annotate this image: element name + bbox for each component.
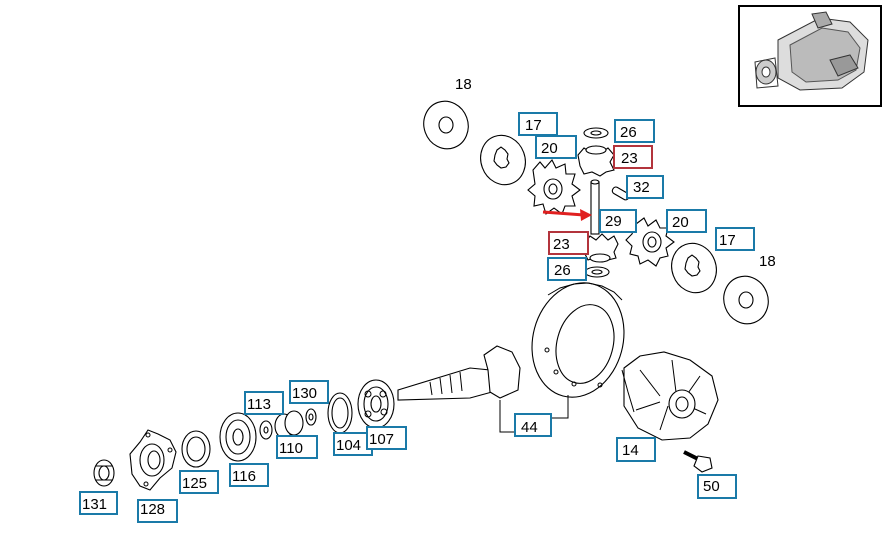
svg-text:23: 23 xyxy=(621,150,638,167)
svg-text:26: 26 xyxy=(620,124,637,141)
callout-23-upper[interactable]: 23 xyxy=(613,145,653,169)
spring-washer-17-lower xyxy=(671,242,717,294)
svg-text:116: 116 xyxy=(232,468,256,485)
svg-text:26: 26 xyxy=(554,262,571,279)
flange-128 xyxy=(129,429,177,491)
svg-text:17: 17 xyxy=(719,232,736,249)
callout-23-lower[interactable]: 23 xyxy=(548,231,589,255)
thrust-washer-26-lower xyxy=(584,266,610,278)
svg-text:29: 29 xyxy=(605,213,622,230)
pinion-gear-23-lower xyxy=(583,233,619,263)
svg-text:128: 128 xyxy=(140,501,165,518)
svg-text:104: 104 xyxy=(336,437,361,454)
differential-case-14 xyxy=(621,351,719,441)
thrust-washer-18-lower xyxy=(723,275,769,325)
svg-text:32: 32 xyxy=(633,179,650,196)
red-arrow-icon xyxy=(542,209,592,221)
callout-18-lower[interactable]: 18 xyxy=(759,253,776,270)
callout-32[interactable]: 32 xyxy=(626,175,664,199)
svg-text:18: 18 xyxy=(455,76,472,93)
svg-text:20: 20 xyxy=(672,214,689,231)
svg-text:110: 110 xyxy=(279,440,303,457)
nut-131 xyxy=(93,459,115,487)
callout-18-upper[interactable]: 18 xyxy=(455,76,472,93)
spring-washer-17-upper xyxy=(480,134,526,186)
svg-text:130: 130 xyxy=(292,385,317,402)
ring-gear-44 xyxy=(531,282,625,398)
spacer-110 xyxy=(274,410,304,439)
callout-130[interactable]: 130 xyxy=(289,380,329,404)
svg-text:20: 20 xyxy=(541,140,558,157)
svg-text:113: 113 xyxy=(247,396,271,413)
svg-text:50: 50 xyxy=(703,478,720,495)
seal-125 xyxy=(181,430,211,468)
pinion-gear-23-upper xyxy=(577,145,615,177)
svg-text:131: 131 xyxy=(82,496,107,513)
callout-20-upper[interactable]: 20 xyxy=(535,135,577,159)
callout-128[interactable]: 128 xyxy=(137,499,178,523)
bolt-50 xyxy=(683,450,713,473)
washer-130 xyxy=(305,408,317,426)
callout-110[interactable]: 110 xyxy=(276,435,318,459)
callout-125[interactable]: 125 xyxy=(179,470,219,494)
callout-26-lower[interactable]: 26 xyxy=(547,257,587,281)
svg-text:14: 14 xyxy=(622,442,639,459)
callout-113[interactable]: 113 xyxy=(244,391,284,415)
side-gear-20-lower xyxy=(625,217,675,267)
svg-text:23: 23 xyxy=(553,236,570,253)
thrust-washer-26-upper xyxy=(583,127,609,139)
callout-50[interactable]: 50 xyxy=(697,474,737,499)
svg-text:44: 44 xyxy=(521,419,538,436)
shim-104 xyxy=(327,392,353,434)
bearing-107 xyxy=(357,379,395,429)
callout-131[interactable]: 131 xyxy=(79,491,118,515)
inset-thumbnail[interactable] xyxy=(738,5,882,107)
callout-104[interactable]: 104 xyxy=(333,432,373,456)
side-gear-20-upper xyxy=(527,159,581,215)
washer-113 xyxy=(259,420,273,440)
callout-14[interactable]: 14 xyxy=(616,437,656,462)
callout-116[interactable]: 116 xyxy=(229,463,269,487)
svg-text:18: 18 xyxy=(759,253,776,270)
callout-26-upper[interactable]: 26 xyxy=(614,119,655,143)
svg-text:107: 107 xyxy=(369,431,394,448)
svg-text:17: 17 xyxy=(525,117,542,134)
callout-20-lower[interactable]: 20 xyxy=(666,209,707,233)
differential-pin-29 xyxy=(590,179,600,235)
callout-29[interactable]: 29 xyxy=(599,209,637,233)
thrust-washer-18-upper xyxy=(423,100,469,150)
callout-17-upper[interactable]: 17 xyxy=(518,112,558,136)
bearing-116 xyxy=(219,412,257,462)
callout-17-lower[interactable]: 17 xyxy=(715,227,755,251)
callout-107[interactable]: 107 xyxy=(366,426,407,450)
axle-housing-icon xyxy=(754,11,869,91)
callout-44[interactable]: 44 xyxy=(514,413,552,437)
svg-text:125: 125 xyxy=(182,475,207,492)
